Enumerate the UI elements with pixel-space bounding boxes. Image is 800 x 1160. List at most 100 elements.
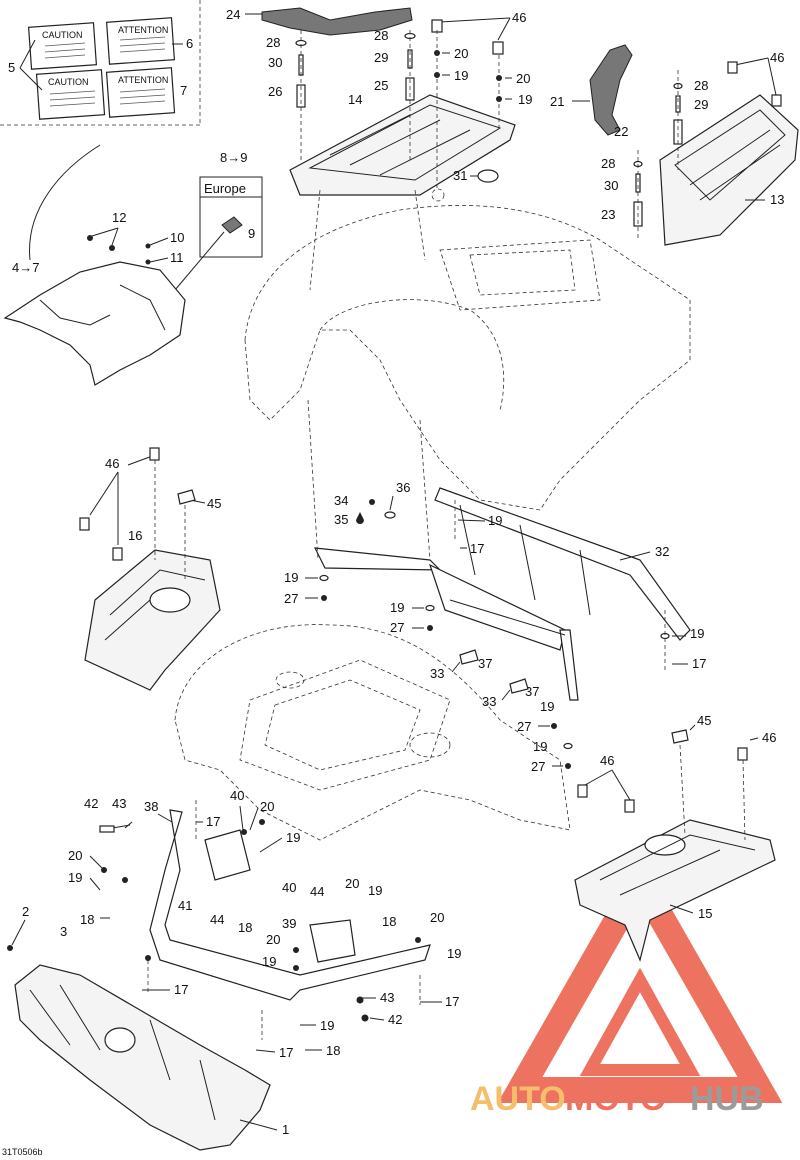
callout-17-b: 17: [692, 656, 706, 671]
rear-box-13: 13 46 28 29 28 30 23: [601, 50, 799, 246]
callout-42-a: 42: [84, 796, 98, 811]
front-fender: [174, 624, 571, 841]
callout-17-e: 17: [279, 1045, 293, 1060]
callout-19-i: 19: [68, 870, 82, 885]
watermark-logo: AUTO MOTO HUB: [470, 853, 783, 1118]
caution-decal-1-text: CAUTION: [42, 30, 83, 40]
handle-21: 21 22: [550, 44, 633, 139]
storage-16: 16 46 45: [79, 447, 221, 691]
attention-decal-1: [105, 17, 176, 65]
callout-30-a: 30: [268, 55, 282, 70]
front-fascia-1: 1 2 3: [7, 904, 289, 1151]
europe-variant-box: 8→9 Europe 9: [174, 150, 263, 291]
callout-6: 6: [186, 36, 193, 51]
callout-16: 16: [128, 528, 142, 543]
rear-fender: [244, 188, 691, 511]
cap-31: 31: [453, 168, 499, 183]
callout-28-d: 28: [601, 156, 615, 171]
rear-rack-14: 14: [289, 92, 516, 196]
callout-18-c: 18: [382, 914, 396, 929]
callout-46-c: 46: [105, 456, 119, 471]
callout-19-b: 19: [518, 92, 532, 107]
callout-20-g: 20: [266, 932, 280, 947]
kit-rule: 4→7: [12, 260, 39, 275]
callout-21: 21: [550, 94, 564, 109]
callout-38: 38: [144, 799, 158, 814]
callout-20-e: 20: [345, 876, 359, 891]
attention-decal-2-text: ATTENTION: [118, 75, 168, 85]
callout-19-k: 19: [368, 883, 382, 898]
callout-14: 14: [348, 92, 362, 107]
watermark-text-hub: HUB: [690, 1080, 764, 1118]
callout-34: 34: [334, 493, 348, 508]
callout-28-b: 28: [374, 28, 388, 43]
callout-37-b: 37: [525, 684, 539, 699]
callout-19-m: 19: [262, 954, 276, 969]
callout-19-a: 19: [454, 68, 468, 83]
callout-42-b: 42: [388, 1012, 402, 1027]
callout-19-n: 19: [320, 1018, 334, 1033]
callout-2: 2: [22, 904, 29, 919]
callout-27-d: 27: [531, 759, 545, 774]
callout-28-a: 28: [266, 35, 280, 50]
callout-43-a: 43: [112, 796, 126, 811]
callout-17-a: 17: [470, 541, 484, 556]
watermark-text-moto: MOTO: [565, 1080, 666, 1118]
caution-decal-2-text: CAUTION: [48, 77, 89, 87]
callout-17-f: 17: [445, 994, 459, 1009]
callout-20-d: 20: [260, 799, 274, 814]
callout-33-b: 33: [482, 694, 496, 709]
callout-24: 24: [226, 7, 240, 22]
callout-37-a: 37: [478, 656, 492, 671]
callout-22: 22: [614, 124, 628, 139]
callout-19-l: 19: [447, 946, 461, 961]
callout-5: 5: [8, 60, 15, 75]
callout-19-d: 19: [284, 570, 298, 585]
callout-20-a: 20: [454, 46, 468, 61]
callout-7: 7: [180, 83, 187, 98]
callout-39: 39: [282, 916, 296, 931]
grab-handle-24: 24: [226, 7, 413, 36]
callout-19-f: 19: [690, 626, 704, 641]
callout-45-a: 45: [207, 496, 221, 511]
storage-15: 15 46 46 45: [574, 713, 776, 962]
callout-18-a: 18: [80, 912, 94, 927]
watermark-text-auto: AUTO: [470, 1080, 566, 1118]
callout-40-b: 40: [282, 880, 296, 895]
callout-19-j: 19: [286, 830, 300, 845]
callout-46-d: 46: [600, 753, 614, 768]
callout-23: 23: [601, 207, 615, 222]
fastener-stack-left: 28 30 26: [266, 30, 307, 160]
callout-43-b: 43: [380, 990, 394, 1005]
callout-19-h: 19: [533, 739, 547, 754]
region-tag: Europe: [204, 181, 246, 196]
callout-28-c: 28: [694, 78, 708, 93]
callout-46-a: 46: [512, 10, 526, 25]
callout-32: 32: [655, 544, 669, 559]
callout-19-g: 19: [540, 699, 554, 714]
front-bumper-bar: 38: [144, 799, 431, 1001]
callout-12: 12: [112, 210, 126, 225]
decals-group: CAUTION ATTENTION CAUTION ATTENTION 5 6 …: [0, 0, 201, 261]
callout-10: 10: [170, 230, 184, 245]
callout-27-a: 27: [284, 591, 298, 606]
callout-44-b: 44: [310, 884, 324, 899]
frame-fasteners: 34 35 36 19 17 19 27 19 27 19 17 33 37 3…: [284, 480, 706, 774]
callout-17-d: 17: [174, 982, 188, 997]
callout-35: 35: [334, 512, 348, 527]
callout-3: 3: [60, 924, 67, 939]
attention-decal-2: [105, 67, 176, 118]
callout-29-b: 29: [694, 97, 708, 112]
callout-19-c: 19: [488, 513, 502, 528]
rear-frame-32: 32: [313, 487, 691, 701]
callout-31: 31: [453, 168, 467, 183]
callout-41: 41: [178, 898, 192, 913]
callout-26: 26: [268, 84, 282, 99]
callout-29-a: 29: [374, 50, 388, 65]
side-panel-left: 4→7 12 10 11: [3, 210, 186, 386]
callout-25: 25: [374, 78, 388, 93]
callout-20-f: 20: [430, 910, 444, 925]
drawing-ref: 31T0506b: [2, 1147, 43, 1157]
callout-18-b: 18: [238, 920, 252, 935]
